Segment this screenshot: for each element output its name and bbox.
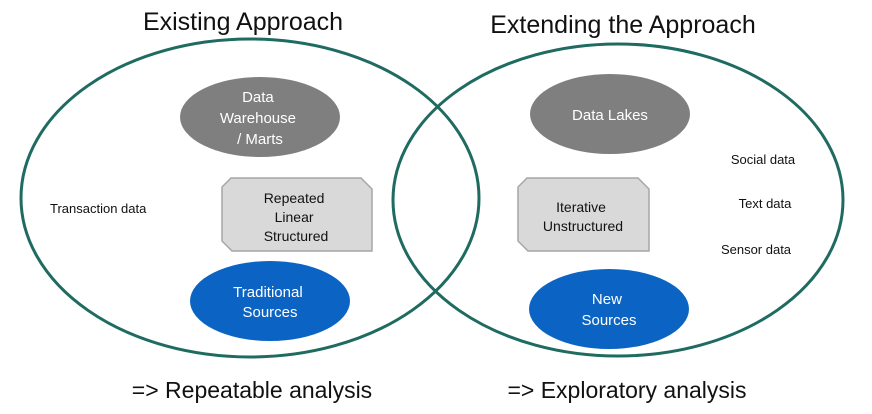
data-warehouse-line: Warehouse [220,110,296,127]
right-title: Extending the Approach [490,11,755,39]
box-line: Unstructured [543,218,623,234]
iterative-unstructured-box [517,177,650,252]
box-line: Linear [275,209,314,225]
sensor-data-label: Sensor data [721,242,792,257]
traditional-sources-line: Traditional [233,284,302,301]
data-warehouse-label: Data Warehouse / Marts [220,89,300,148]
data-lakes-ellipse [530,74,690,154]
box-line: Repeated [264,190,325,206]
transaction-data-label: Transaction data [50,201,147,216]
text-data-label: Text data [739,196,793,211]
data-lakes-label: Data Lakes [572,107,648,124]
new-sources-line: Sources [581,312,636,329]
data-warehouse-ellipse [180,77,340,157]
repeated-linear-structured-box [221,177,373,252]
left-title: Existing Approach [143,8,343,36]
traditional-sources-line: Sources [242,304,297,321]
social-data-label: Social data [731,152,796,167]
box-line: Structured [264,228,329,244]
new-sources-ellipse [529,269,689,349]
box-line: Iterative [556,199,606,215]
right-circle [391,42,845,358]
data-warehouse-line: / Marts [237,131,283,148]
new-sources-line: New [592,291,622,308]
traditional-sources-label: Traditional Sources [233,284,307,321]
left-circle [19,37,481,359]
traditional-sources-ellipse [190,261,350,341]
left-footer: => Repeatable analysis [132,377,372,403]
data-warehouse-line: Data [242,89,274,106]
right-footer: => Exploratory analysis [507,377,746,403]
iterative-unstructured-label: Iterative Unstructured [543,199,623,234]
new-sources-label: New Sources [581,291,636,329]
repeated-linear-structured-label: Repeated Linear Structured [264,190,329,244]
